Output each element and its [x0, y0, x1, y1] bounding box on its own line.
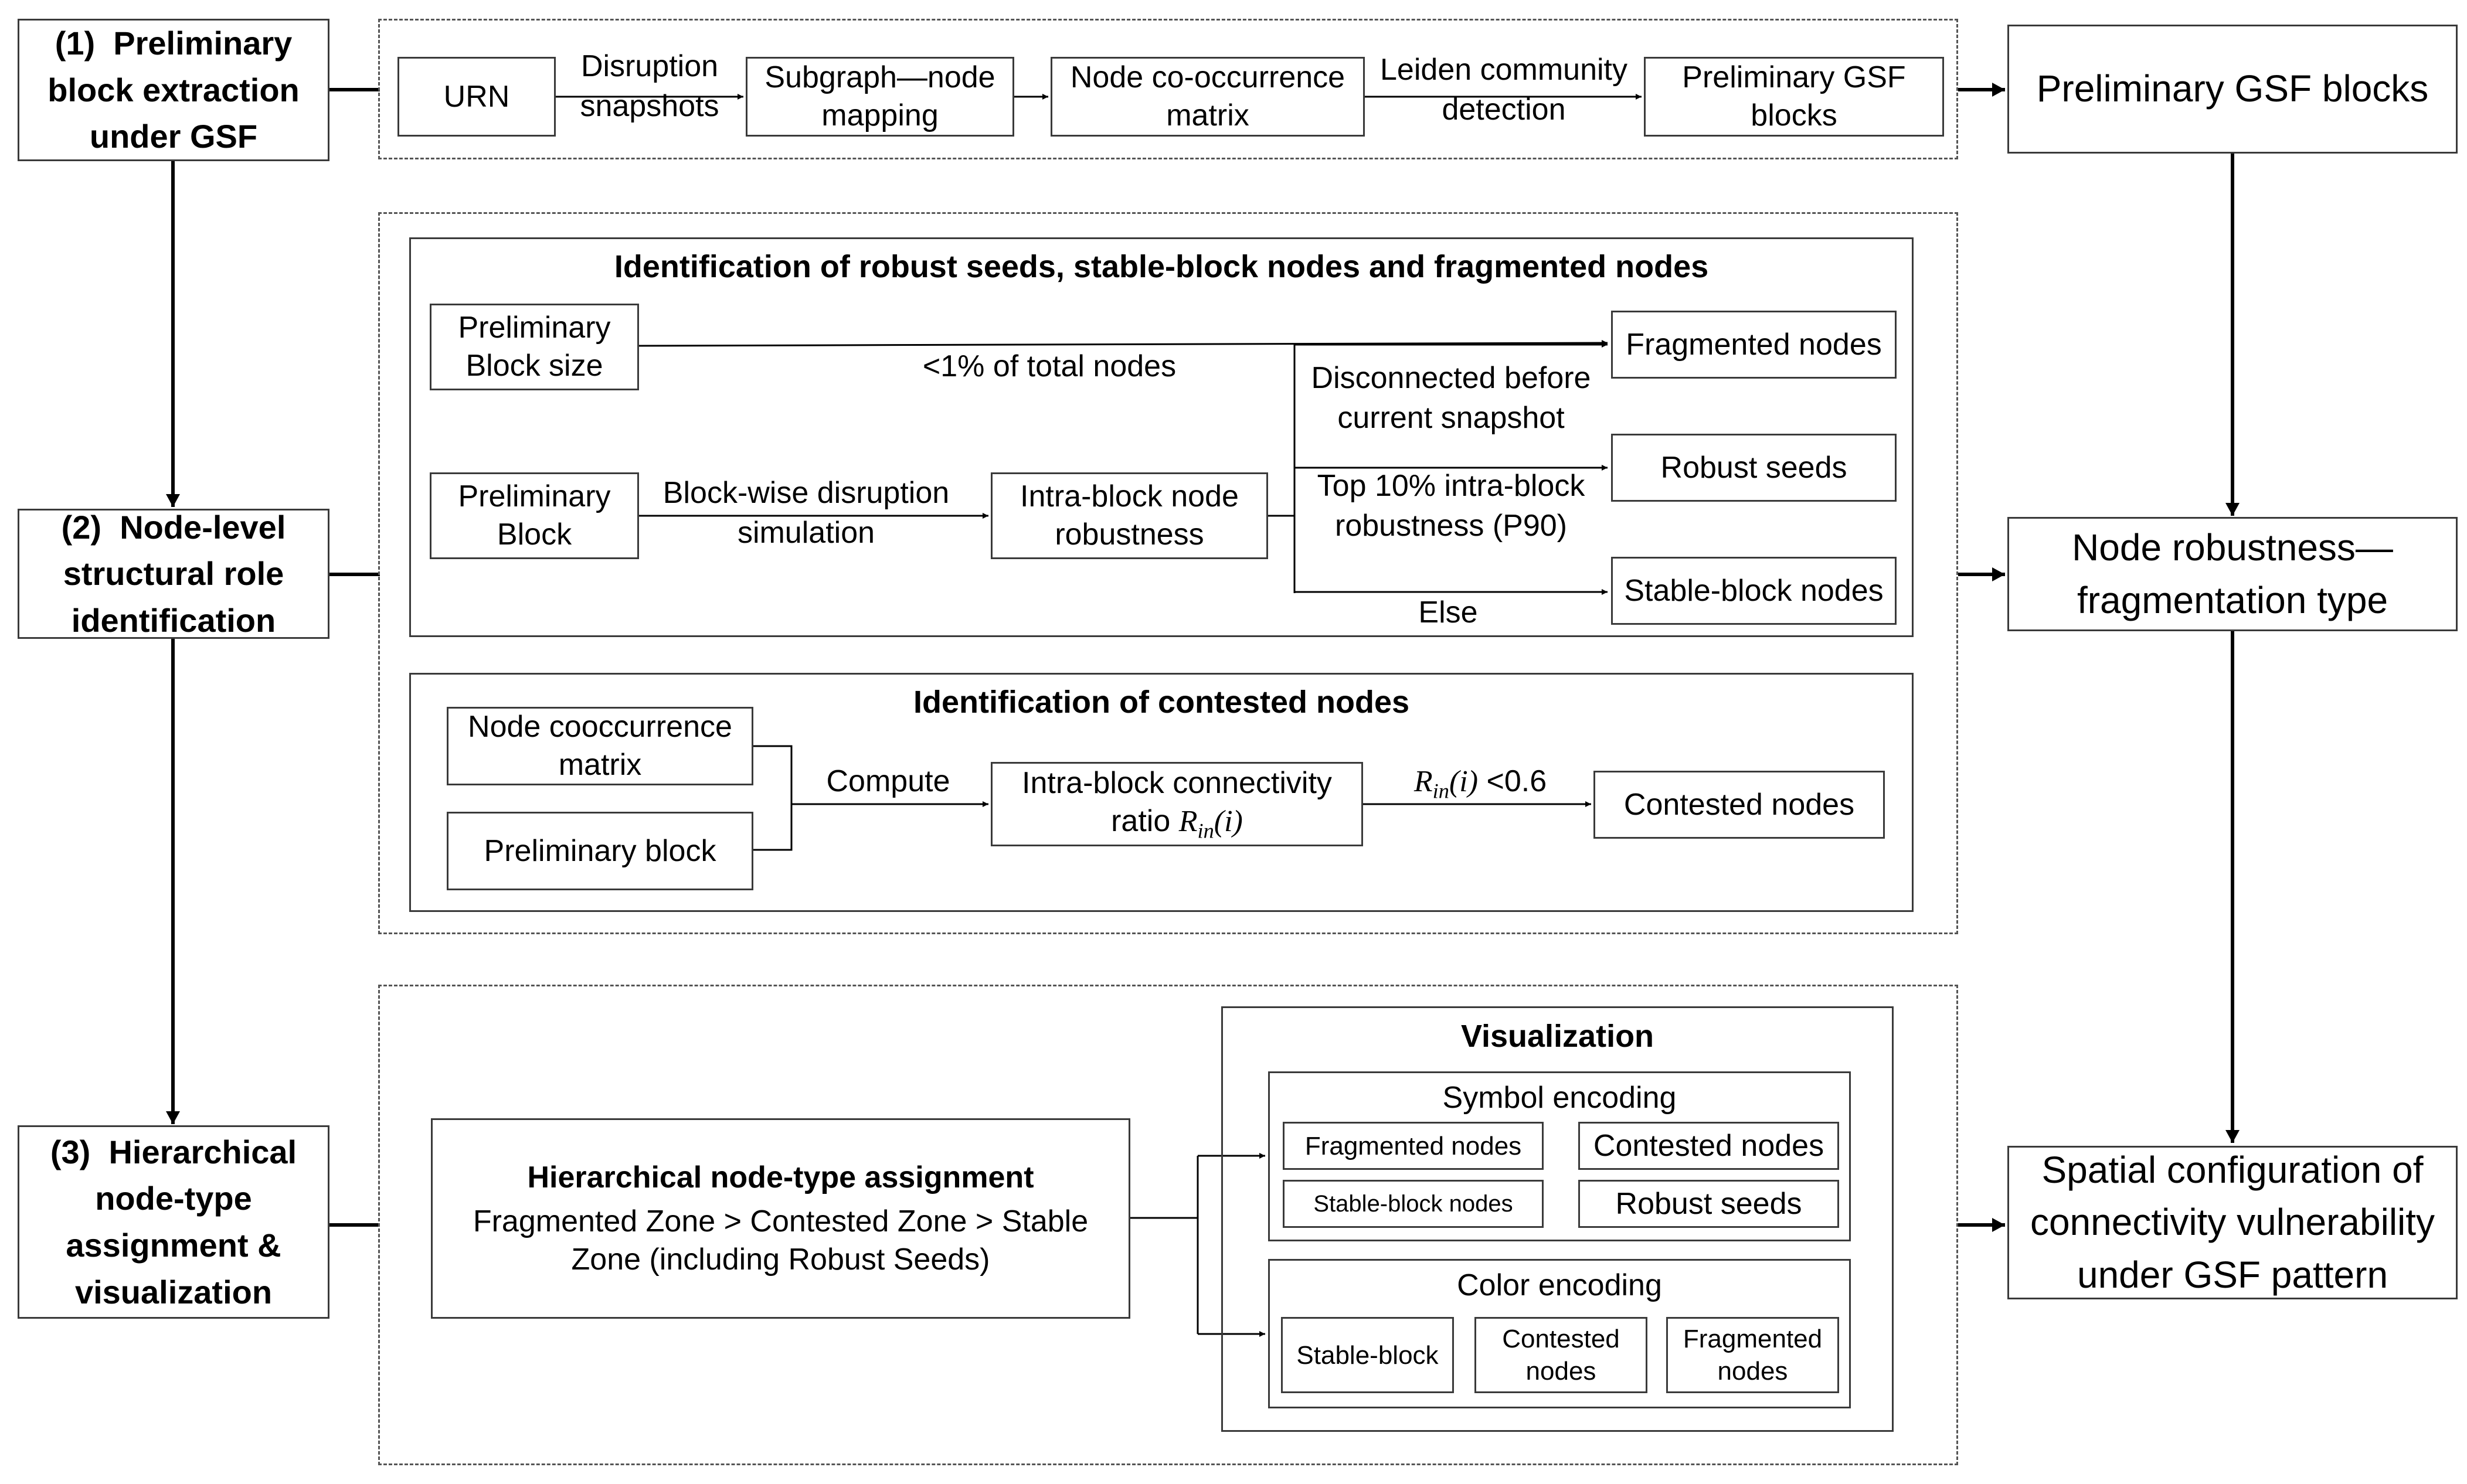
preliminary-block-input-box: Preliminary block	[447, 812, 753, 890]
robust-seeds-label: Robust seeds	[1660, 450, 1847, 485]
output-3-label: Spatial configuration of connectivity vu…	[2030, 1148, 2435, 1296]
fragmented-nodes-box: Fragmented nodes	[1611, 311, 1897, 379]
output-1-label: Preliminary GSF blocks	[2036, 67, 2429, 110]
subgraph-node-mapping-label: Subgraph—node mapping	[764, 60, 995, 132]
connectivity-ratio-text: Intra-block connectivity ratio	[1022, 765, 1332, 838]
subgraph-node-mapping-box: Subgraph—node mapping	[746, 57, 1014, 137]
ratio-symbol: Rin(i)	[1178, 804, 1243, 842]
stable-block-nodes-box: Stable-block nodes	[1611, 557, 1897, 625]
stage-3-label: Hierarchical node-type assignment & visu…	[66, 1133, 297, 1311]
output-2-label: Node robustness— fragmentation type	[2072, 526, 2393, 621]
color-fragmented-nodes: Fragmented nodes	[1666, 1317, 1839, 1393]
contested-nodes-box: Contested nodes	[1593, 771, 1885, 839]
hierarchical-assignment-box: Hierarchical node-type assignment Fragme…	[431, 1118, 1130, 1319]
node-cooccurrence-matrix-box: Node co-occurrence matrix	[1051, 57, 1365, 137]
preliminary-block-label: Preliminary Block	[458, 479, 611, 552]
robust-identification-panel	[409, 237, 1914, 637]
assignment-rule: Fragmented Zone > Contested Zone > Stabl…	[473, 1204, 1089, 1277]
stage-3-box: (3) Hierarchical node-type assignment & …	[18, 1125, 329, 1319]
urn-label: URN	[443, 79, 510, 114]
symbol-robust-seeds: Robust seeds	[1578, 1180, 1839, 1228]
symbol-contested-nodes: Contested nodes	[1578, 1122, 1839, 1170]
symbol-contested-label: Contested nodes	[1593, 1128, 1824, 1163]
cooccurrence-input-label: Node cooccurrence matrix	[468, 710, 732, 782]
output-spatial-configuration: Spatial configuration of connectivity vu…	[2007, 1146, 2458, 1299]
preliminary-block-input-label: Preliminary block	[484, 833, 716, 868]
threshold-symbol: Rin(i)	[1413, 765, 1479, 803]
visualization-title: Visualization	[1460, 1019, 1654, 1054]
symbol-stable-label: Stable-block nodes	[1313, 1191, 1513, 1217]
disconnected-before-label: Disconnected before current snapshot	[1311, 361, 1591, 435]
compute-label: Compute	[826, 764, 950, 798]
contested-nodes-label: Contested nodes	[1623, 787, 1855, 822]
threshold-value: <0.6	[1486, 764, 1547, 798]
top10-robustness-label: Top 10% intra-block robustness (P90)	[1317, 469, 1585, 543]
assignment-title: Hierarchical node-type assignment	[527, 1160, 1034, 1194]
symbol-stable-block-nodes: Stable-block nodes	[1283, 1180, 1544, 1228]
stage-2-label: Node-level structural role identificatio…	[63, 508, 286, 639]
less-than-1pct-label: <1% of total nodes	[922, 349, 1177, 383]
contested-panel-title: Identification of contested nodes	[913, 685, 1410, 720]
region-stage-1	[378, 19, 1958, 159]
intra-block-robustness-box: Intra-block node robustness	[991, 472, 1268, 559]
color-contested-nodes: Contested nodes	[1474, 1317, 1647, 1393]
symbol-robust-label: Robust seeds	[1615, 1186, 1802, 1221]
symbol-fragmented-label: Fragmented nodes	[1304, 1131, 1522, 1160]
stable-block-nodes-label: Stable-block nodes	[1624, 573, 1884, 608]
preliminary-gsf-blocks-box: Preliminary GSF blocks	[1644, 57, 1944, 137]
block-size-label: Preliminary Block size	[458, 311, 611, 383]
color-stable-label: Stable-block	[1296, 1340, 1439, 1370]
robust-panel-title: Identification of robust seeds, stable-b…	[614, 249, 1709, 284]
output-preliminary-gsf-blocks: Preliminary GSF blocks	[2007, 25, 2458, 154]
color-fragmented-label: Fragmented nodes	[1683, 1325, 1823, 1386]
stage-1-box: (1) Preliminary block extraction under G…	[18, 19, 329, 161]
stage-3-number: (3)	[50, 1133, 91, 1170]
preliminary-block-box: Preliminary Block	[430, 472, 639, 559]
symbol-encoding-panel	[1268, 1071, 1851, 1241]
color-stable-block: Stable-block	[1281, 1317, 1454, 1393]
color-encoding-title: Color encoding	[1457, 1268, 1662, 1302]
visualization-panel	[1221, 1006, 1894, 1432]
intra-block-robustness-label: Intra-block node robustness	[1020, 479, 1239, 552]
preliminary-block-size-box: Preliminary Block size	[430, 304, 639, 390]
stage-2-number: (2)	[61, 508, 102, 546]
symbol-fragmented-nodes: Fragmented nodes	[1283, 1122, 1544, 1170]
robust-seeds-box: Robust seeds	[1611, 434, 1897, 502]
symbol-encoding-title: Symbol encoding	[1442, 1081, 1677, 1115]
stage-1-label: Preliminary block extraction under GSF	[47, 25, 300, 155]
preliminary-gsf-blocks-label: Preliminary GSF blocks	[1682, 60, 1906, 132]
intra-block-connectivity-ratio-box: Intra-block connectivity ratio Rin(i)	[991, 762, 1363, 846]
else-label: Else	[1418, 595, 1478, 629]
region-stage-2	[378, 212, 1958, 934]
contested-identification-panel	[409, 673, 1914, 912]
stage-2-box: (2) Node-level structural role identific…	[18, 509, 329, 639]
urn-box: URN	[397, 57, 556, 137]
disruption-snapshots-label: Disruption snapshots	[580, 49, 719, 123]
color-encoding-panel	[1268, 1259, 1851, 1408]
node-cooccurrence-matrix-label: Node co-occurrence matrix	[1070, 60, 1345, 132]
stage-1-number: (1)	[55, 25, 96, 62]
region-stage-3	[378, 985, 1958, 1465]
blockwise-disruption-label: Block-wise disruption simulation	[662, 476, 950, 550]
color-contested-label: Contested nodes	[1502, 1325, 1620, 1386]
threshold-label: Rin(i) <0.6	[1372, 762, 1589, 805]
leiden-detection-label: Leiden community detection	[1380, 53, 1627, 127]
node-cooccurrence-input-box: Node cooccurrence matrix	[447, 707, 753, 785]
fragmented-nodes-label: Fragmented nodes	[1626, 327, 1882, 362]
output-node-robustness-type: Node robustness— fragmentation type	[2007, 517, 2458, 631]
